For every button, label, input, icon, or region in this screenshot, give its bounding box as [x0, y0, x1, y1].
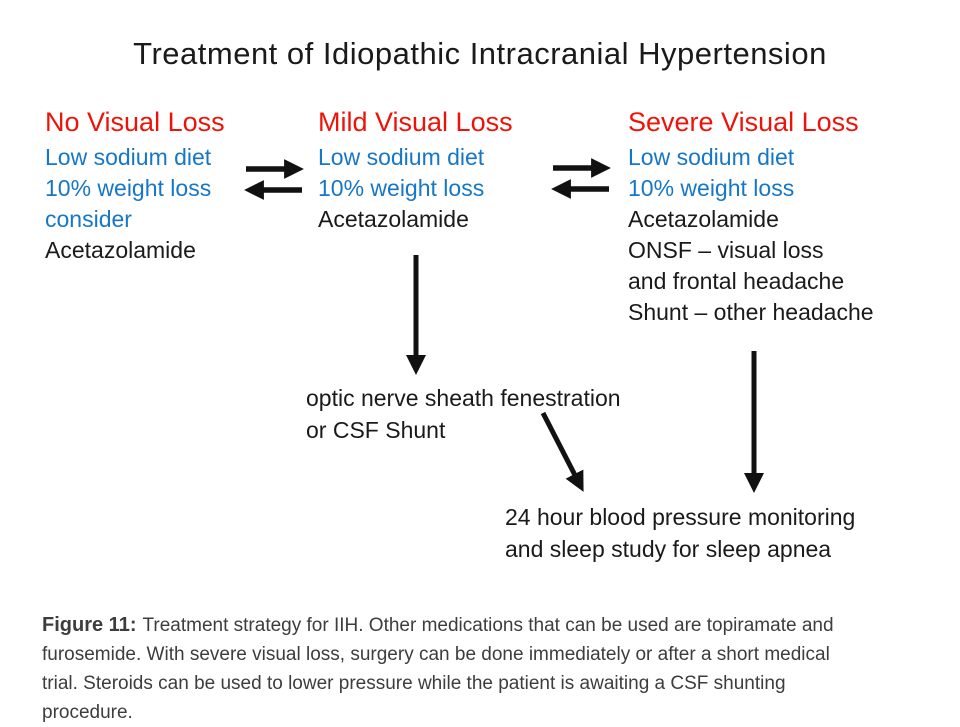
- treatment-line: Acetazolamide: [45, 237, 196, 263]
- down-arrow-icon: [403, 253, 429, 381]
- surgery-option-label: optic nerve sheath fenestration or CSF S…: [306, 382, 621, 446]
- caption-line: furosemide. With severe visual loss, sur…: [42, 644, 830, 665]
- column-mild-visual-loss: Mild Visual Loss Low sodium diet 10% wei…: [318, 102, 513, 235]
- caption-line: Figure 11:Treatment strategy for IIH. Ot…: [42, 611, 892, 640]
- treatment-line: Low sodium diet: [628, 144, 795, 170]
- caption-text: Treatment strategy for IIH. Other medica…: [142, 615, 834, 636]
- monitoring-line: and sleep study for sleep apnea: [505, 536, 832, 562]
- caption-line: trial. Steroids can be used to lower pre…: [42, 673, 786, 694]
- column-header: Severe Visual Loss: [628, 107, 859, 137]
- treatment-line: 10% weight loss: [628, 175, 795, 201]
- treatment-line: Low sodium diet: [318, 144, 485, 170]
- treatment-line: Acetazolamide: [318, 206, 469, 232]
- treatment-line: Low sodium diet: [45, 144, 212, 170]
- monitoring-line: 24 hour blood pressure monitoring: [505, 504, 856, 530]
- treatment-line: and frontal headache: [628, 268, 845, 294]
- column-no-visual-loss: No Visual Loss Low sodium diet 10% weigh…: [45, 102, 225, 266]
- figure-caption: Figure 11:Treatment strategy for IIH. Ot…: [42, 611, 892, 727]
- column-severe-visual-loss: Severe Visual Loss Low sodium diet 10% w…: [628, 102, 874, 328]
- caption-line: procedure.: [42, 702, 133, 723]
- diagonal-arrow-icon: [535, 408, 597, 504]
- page-title: Treatment of Idiopathic Intracranial Hyp…: [133, 36, 827, 71]
- bidirectional-arrow-icon: [545, 156, 617, 202]
- treatment-line: 10% weight loss: [45, 175, 212, 201]
- treatment-line: Shunt – other headache: [628, 299, 874, 325]
- column-header: Mild Visual Loss: [318, 107, 513, 137]
- bidirectional-arrow-icon: [238, 157, 310, 203]
- surgery-option-line: optic nerve sheath fenestration: [306, 385, 621, 411]
- caption-figure-label: Figure 11:: [42, 614, 137, 636]
- treatment-line: Acetazolamide: [628, 206, 779, 232]
- treatment-line: ONSF – visual loss: [628, 237, 824, 263]
- treatment-line: consider: [45, 206, 132, 232]
- treatment-line: 10% weight loss: [318, 175, 485, 201]
- surgery-option-line: or CSF Shunt: [306, 417, 446, 443]
- down-arrow-icon: [741, 349, 767, 499]
- column-header: No Visual Loss: [45, 107, 225, 137]
- monitoring-label: 24 hour blood pressure monitoring and sl…: [505, 501, 855, 565]
